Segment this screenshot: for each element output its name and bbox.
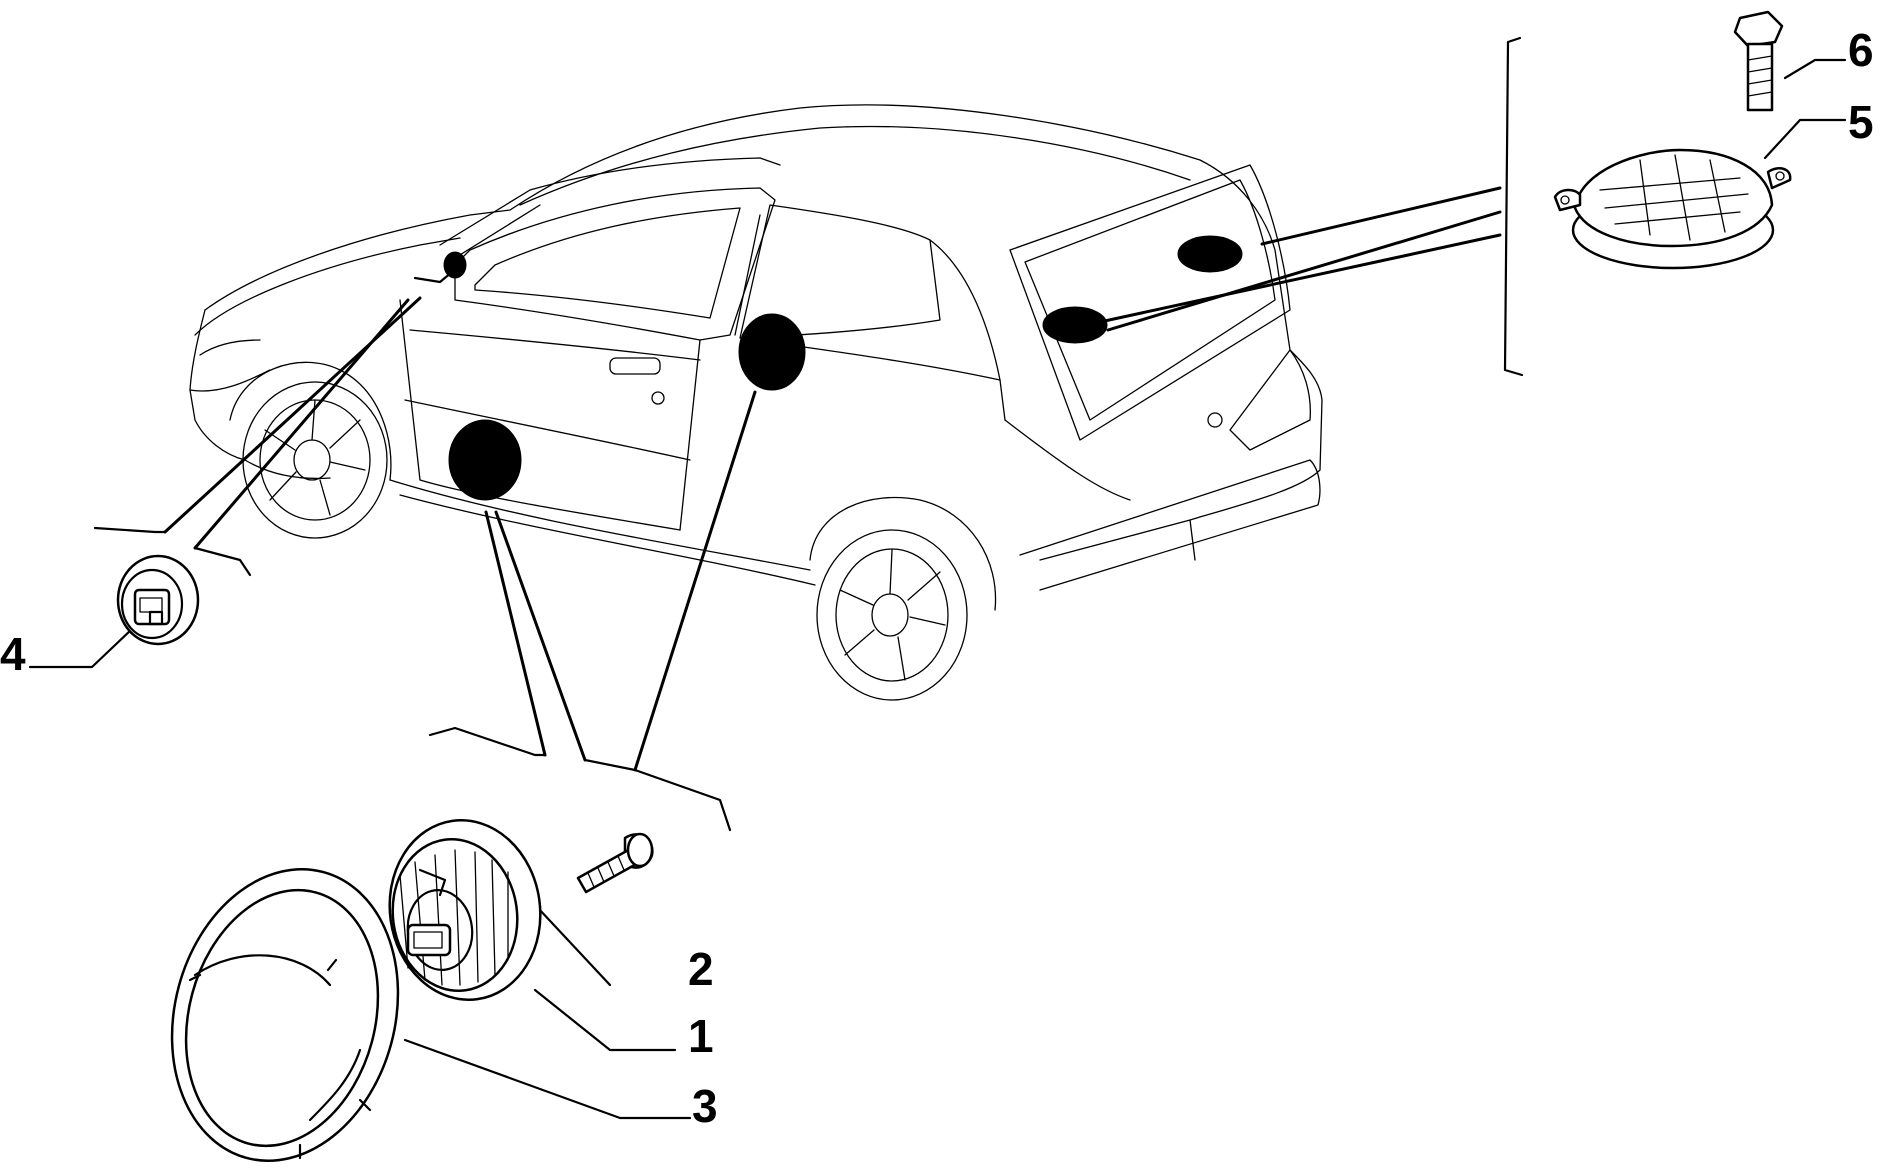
bolt-part	[1733, 10, 1784, 112]
speaker-ring-part	[170, 867, 400, 1163]
screw-part	[576, 832, 654, 894]
rear-door-speaker-location	[738, 313, 806, 391]
leader-lines	[28, 36, 1847, 1120]
front-door-speaker-location	[448, 419, 522, 501]
speaker-location-markers	[413, 235, 1243, 501]
rear-speaker-location-lower	[1042, 306, 1108, 344]
car-illustration	[189, 104, 1323, 701]
callout-2: 2	[688, 943, 714, 995]
callout-labels: 1 2 3 4 5 6	[0, 24, 1874, 1132]
door-speaker-part	[388, 819, 542, 1001]
callout-6: 6	[1848, 24, 1874, 76]
callout-1: 1	[688, 1010, 714, 1062]
callout-3: 3	[692, 1080, 718, 1132]
callout-4: 4	[0, 628, 26, 680]
tweeter-location	[443, 251, 467, 279]
callout-5: 5	[1848, 96, 1874, 148]
rear-speaker-part	[1553, 148, 1792, 270]
tweeter-part	[116, 554, 200, 646]
rear-speaker-location-upper	[1177, 235, 1243, 273]
